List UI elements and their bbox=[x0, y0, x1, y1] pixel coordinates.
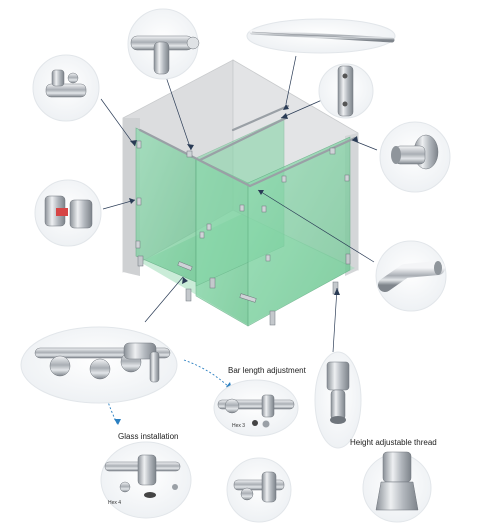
foot-thread-icon bbox=[362, 451, 432, 523]
leader-lines bbox=[100, 55, 378, 353]
rod-bar-icon bbox=[246, 18, 396, 54]
arrow-heads bbox=[129, 104, 358, 295]
glass-clamps bbox=[135, 140, 350, 303]
glass-panels bbox=[135, 117, 351, 327]
bar-adjust-detail-icon bbox=[213, 379, 299, 437]
tube-connector-icon bbox=[32, 54, 100, 122]
corner-connector-icon bbox=[375, 240, 447, 312]
glass-clamp-icon bbox=[34, 179, 102, 247]
label-height-thread: Height adjustable thread bbox=[350, 438, 437, 447]
wall-flange-icon bbox=[379, 121, 451, 193]
top-bars bbox=[138, 104, 357, 188]
glass-clamp-exploded-icon bbox=[100, 441, 192, 519]
label-bar-length: Bar length adjustment bbox=[228, 366, 306, 375]
label-hex3: Hex 3 bbox=[232, 423, 246, 429]
adjustable-feet bbox=[137, 253, 351, 326]
tube-tee-icon bbox=[127, 8, 200, 80]
label-glass-installation: Glass installation bbox=[118, 432, 179, 441]
wall-bracket-icon bbox=[318, 63, 374, 119]
clamp-screw-detail-icon bbox=[226, 457, 292, 523]
height-foot-icon bbox=[314, 351, 362, 449]
label-hex4: Hex 4 bbox=[108, 500, 122, 506]
double-clamp-icon bbox=[20, 326, 178, 404]
